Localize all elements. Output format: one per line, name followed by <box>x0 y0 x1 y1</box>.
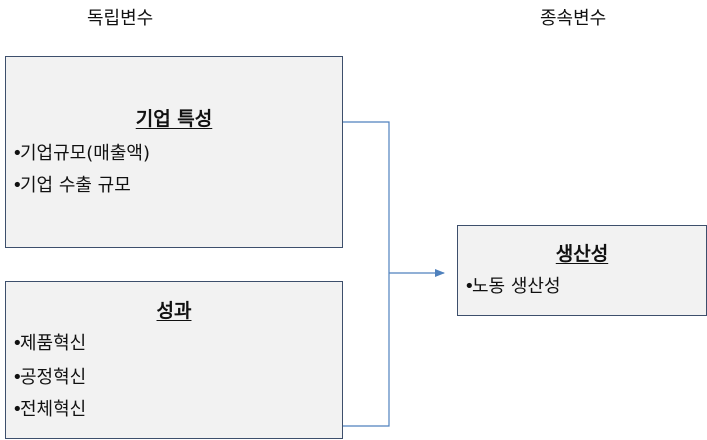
performance-item-product: •제품혁신 <box>12 333 87 354</box>
bullet-icon: • <box>12 143 23 164</box>
productivity-box: 생산성 •노동 생산성 <box>457 225 707 316</box>
bullet-icon: • <box>464 276 475 297</box>
performance-item-process: •공정혁신 <box>12 367 87 388</box>
productivity-title: 생산성 <box>555 243 609 265</box>
dependent-variable-heading: 종속변수 <box>540 8 607 29</box>
bullet-icon: • <box>12 175 23 196</box>
productivity-item-labor: •노동 생산성 <box>464 276 561 297</box>
firm-characteristics-title: 기업 특성 <box>135 108 213 130</box>
firm-item-size: •기업규모(매출액) <box>12 143 150 164</box>
bullet-icon: • <box>12 399 23 420</box>
bullet-icon: • <box>12 333 23 354</box>
firm-item-export: •기업 수출 규모 <box>12 175 131 196</box>
performance-title: 성과 <box>156 300 192 322</box>
bullet-icon: • <box>12 367 23 388</box>
performance-connector <box>343 273 390 427</box>
firm-connector <box>343 121 390 273</box>
independent-variable-heading: 독립변수 <box>87 8 154 29</box>
performance-item-overall: •전체혁신 <box>12 399 87 420</box>
firm-characteristics-box: 기업 특성 •기업규모(매출액) •기업 수출 규모 <box>5 56 343 248</box>
performance-box: 성과 •제품혁신 •공정혁신 •전체혁신 <box>5 281 343 439</box>
